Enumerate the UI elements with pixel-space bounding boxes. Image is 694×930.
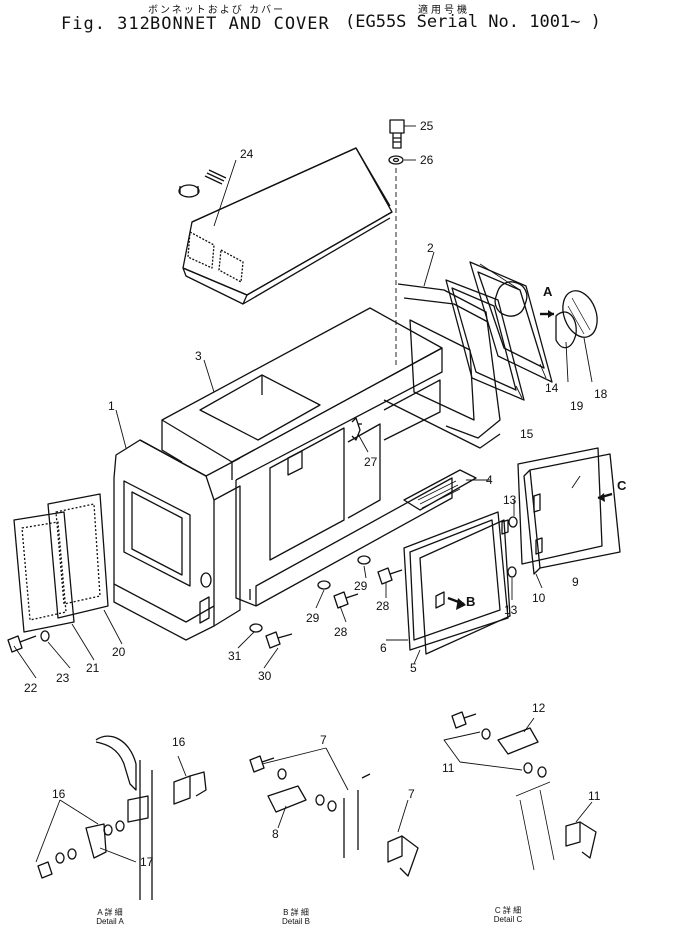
- callout-28: 28: [334, 625, 348, 639]
- callout-12: 12: [532, 701, 546, 715]
- detail-b-caption-en: Detail B: [281, 917, 310, 926]
- latch-clip-part: [351, 417, 362, 441]
- window-seal-part: [555, 311, 577, 349]
- callout-22: 22: [24, 681, 38, 695]
- washer-part: [508, 516, 518, 528]
- japanese-title: ボンネットおよび カバー: [148, 5, 285, 16]
- callout-20: 20: [112, 645, 126, 659]
- callout-13: 13: [504, 603, 518, 617]
- detail-a-drawing: [37, 735, 207, 900]
- detail-c-caption: C 詳 細 Detail C: [478, 906, 538, 924]
- callout-9: 9: [572, 575, 579, 589]
- detail-b-caption-jp: B 詳 細: [283, 908, 309, 917]
- callout-8: 8: [272, 827, 279, 841]
- main-frame-part: [161, 307, 453, 607]
- detail-c-caption-jp: C 詳 細: [494, 906, 522, 915]
- callout-11: 11: [442, 761, 455, 775]
- washer-part: [357, 555, 371, 565]
- callout-29: 29: [354, 579, 368, 593]
- callout-4: 4: [486, 473, 493, 487]
- side-door-gasket-part: [403, 511, 509, 651]
- callout-numbers: 24 25 26 2 3 1 14 15 19 18 4 27 13 13 10…: [24, 119, 608, 869]
- side-door-part: [419, 519, 511, 655]
- view-marker-b: B: [466, 594, 475, 609]
- figure-number: Fig. 312: [61, 14, 151, 34]
- callout-26: 26: [420, 153, 434, 167]
- bonnet-top-cover-part: [178, 147, 393, 305]
- callout-6: 6: [380, 641, 387, 655]
- callout-13: 13: [503, 493, 517, 507]
- view-marker-a: A: [543, 284, 553, 299]
- front-panel-part: [113, 439, 241, 641]
- washer-part: [317, 580, 331, 590]
- right-door-gasket-part: [517, 447, 603, 565]
- page-header: ボンネットおよび カバー 適用号機 Fig. 312 BONNET AND CO…: [0, 0, 694, 40]
- callout-17: 17: [140, 855, 154, 869]
- detail-c-drawing: [451, 711, 597, 871]
- callout-25: 25: [420, 119, 434, 133]
- callout-19: 19: [570, 399, 584, 413]
- serial-range: (EG55S Serial No. 1001~ ): [345, 12, 601, 32]
- bolt-part: [389, 119, 405, 149]
- callout-15: 15: [520, 427, 534, 441]
- callout-10: 10: [532, 591, 546, 605]
- bolt-part: [265, 631, 293, 649]
- callout-16: 16: [52, 787, 66, 801]
- bolt-part: [7, 635, 37, 653]
- callout-27: 27: [364, 455, 378, 469]
- callout-5: 5: [410, 661, 417, 675]
- detail-c-caption-en: Detail C: [493, 915, 523, 924]
- bolt-part: [333, 591, 359, 609]
- window-gasket-part: [445, 279, 525, 401]
- washer-part: [40, 630, 50, 642]
- view-marker-c: C: [617, 478, 627, 493]
- right-upper-frame-part: [383, 283, 501, 449]
- callout-7: 7: [408, 787, 415, 801]
- callout-1: 1: [108, 399, 115, 413]
- callout-2: 2: [427, 241, 434, 255]
- callout-16: 16: [172, 735, 186, 749]
- callout-29: 29: [306, 611, 320, 625]
- callout-24: 24: [240, 147, 254, 161]
- detail-b-drawing: [249, 755, 419, 877]
- washer-part: [507, 566, 517, 578]
- callout-30: 30: [258, 669, 272, 683]
- callout-11: 11: [588, 789, 601, 803]
- washer-part: [249, 623, 263, 633]
- detail-a-caption-jp: A 詳 細: [97, 908, 123, 917]
- figure-title: BONNET AND COVER: [150, 14, 330, 34]
- washer-part: [388, 155, 404, 165]
- right-door-part: [523, 453, 621, 575]
- callout-18: 18: [594, 387, 608, 401]
- callout-28: 28: [376, 599, 390, 613]
- access-plate-part: [403, 469, 477, 511]
- callout-3: 3: [195, 349, 202, 363]
- callout-14: 14: [545, 381, 559, 395]
- callout-23: 23: [56, 671, 70, 685]
- japanese-serial-label: 適用号機: [418, 5, 470, 16]
- bolt-part: [377, 567, 403, 585]
- callout-7: 7: [320, 733, 327, 747]
- detail-a-caption: A 詳 細 Detail A: [80, 908, 140, 926]
- window-glass-part: [562, 290, 598, 338]
- grille-frame-part: [47, 493, 109, 619]
- callout-31: 31: [228, 649, 242, 663]
- grille-panel-part: [13, 511, 75, 633]
- detail-b-caption: B 詳 細 Detail B: [266, 908, 326, 926]
- detail-a-caption-en: Detail A: [96, 917, 124, 926]
- view-markers: A B C: [466, 284, 627, 609]
- callout-21: 21: [86, 661, 100, 675]
- window-frame-part: [469, 261, 553, 383]
- leader-lines: [13, 125, 593, 863]
